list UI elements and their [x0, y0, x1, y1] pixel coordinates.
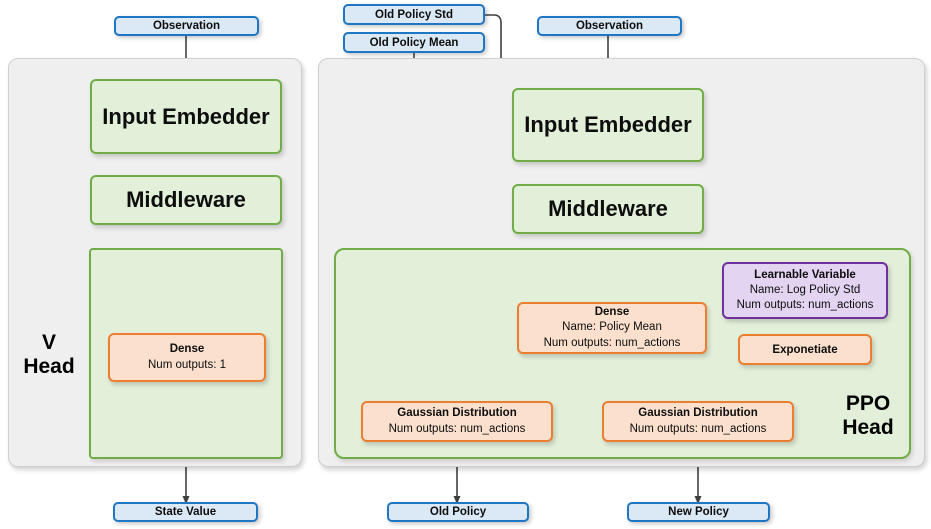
- dense-policy-mean[interactable]: Dense Name: Policy Mean Num outputs: num…: [517, 302, 707, 354]
- dense-policy-mean-title: Dense: [594, 306, 630, 319]
- state-value-output[interactable]: State Value: [113, 502, 258, 522]
- dense-v-line2: Num outputs: 1: [148, 358, 226, 371]
- gaussian-old-line2: Num outputs: num_actions: [388, 422, 526, 435]
- input-embedder-v[interactable]: Input Embedder: [90, 79, 282, 154]
- learnable-variable-line2: Name: Log Policy Std: [749, 283, 861, 296]
- v-head-caption: V Head: [14, 325, 84, 385]
- observation-input-ppo[interactable]: Observation: [537, 16, 682, 36]
- v-head-caption-line1: V: [41, 330, 56, 354]
- ppo-head-caption: PPO Head: [828, 386, 908, 446]
- gaussian-distribution-new[interactable]: Gaussian Distribution Num outputs: num_a…: [602, 401, 794, 442]
- middleware-ppo[interactable]: Middleware: [512, 184, 704, 234]
- middleware-label-ppo: Middleware: [548, 196, 668, 221]
- old-policy-std-input[interactable]: Old Policy Std: [343, 4, 485, 25]
- observation-label-v: Observation: [152, 20, 221, 32]
- gaussian-new-line2: Num outputs: num_actions: [629, 422, 767, 435]
- learnable-variable-title: Learnable Variable: [754, 268, 856, 281]
- exponetiate[interactable]: Exponetiate: [738, 334, 872, 365]
- state-value-label: State Value: [154, 506, 217, 518]
- gaussian-distribution-old[interactable]: Gaussian Distribution Num outputs: num_a…: [361, 401, 553, 442]
- gaussian-old-title: Gaussian Distribution: [397, 406, 517, 419]
- exponetiate-title: Exponetiate: [772, 343, 838, 356]
- old-policy-output[interactable]: Old Policy: [387, 502, 529, 522]
- observation-input-v[interactable]: Observation: [114, 16, 259, 36]
- old-policy-mean-label: Old Policy Mean: [369, 36, 459, 49]
- middleware-v[interactable]: Middleware: [90, 175, 282, 225]
- old-policy-label: Old Policy: [429, 506, 487, 518]
- input-embedder-label-v: Input Embedder: [102, 103, 270, 129]
- new-policy-output[interactable]: New Policy: [627, 502, 770, 522]
- middleware-label-v: Middleware: [126, 187, 246, 212]
- gaussian-new-title: Gaussian Distribution: [638, 406, 758, 419]
- dense-v-title: Dense: [169, 342, 205, 355]
- old-policy-std-label: Old Policy Std: [375, 8, 453, 21]
- ppo-head-caption-line2: Head: [842, 416, 894, 439]
- dense-policy-mean-line2: Name: Policy Mean: [562, 321, 662, 334]
- learnable-variable[interactable]: Learnable Variable Name: Log Policy Std …: [722, 262, 888, 319]
- ppo-head-caption-line1: PPO: [845, 391, 891, 415]
- dense-v[interactable]: Dense Num outputs: 1: [108, 333, 266, 382]
- input-embedder-ppo[interactable]: Input Embedder: [512, 88, 704, 162]
- v-head-caption-line2: Head: [23, 355, 75, 378]
- new-policy-label: New Policy: [668, 506, 729, 518]
- old-policy-mean-input[interactable]: Old Policy Mean: [343, 32, 485, 53]
- learnable-variable-line3: Num outputs: num_actions: [736, 299, 874, 312]
- input-embedder-label-ppo: Input Embedder: [524, 112, 692, 137]
- observation-label-ppo: Observation: [575, 20, 644, 32]
- dense-policy-mean-line3: Num outputs: num_actions: [543, 336, 681, 349]
